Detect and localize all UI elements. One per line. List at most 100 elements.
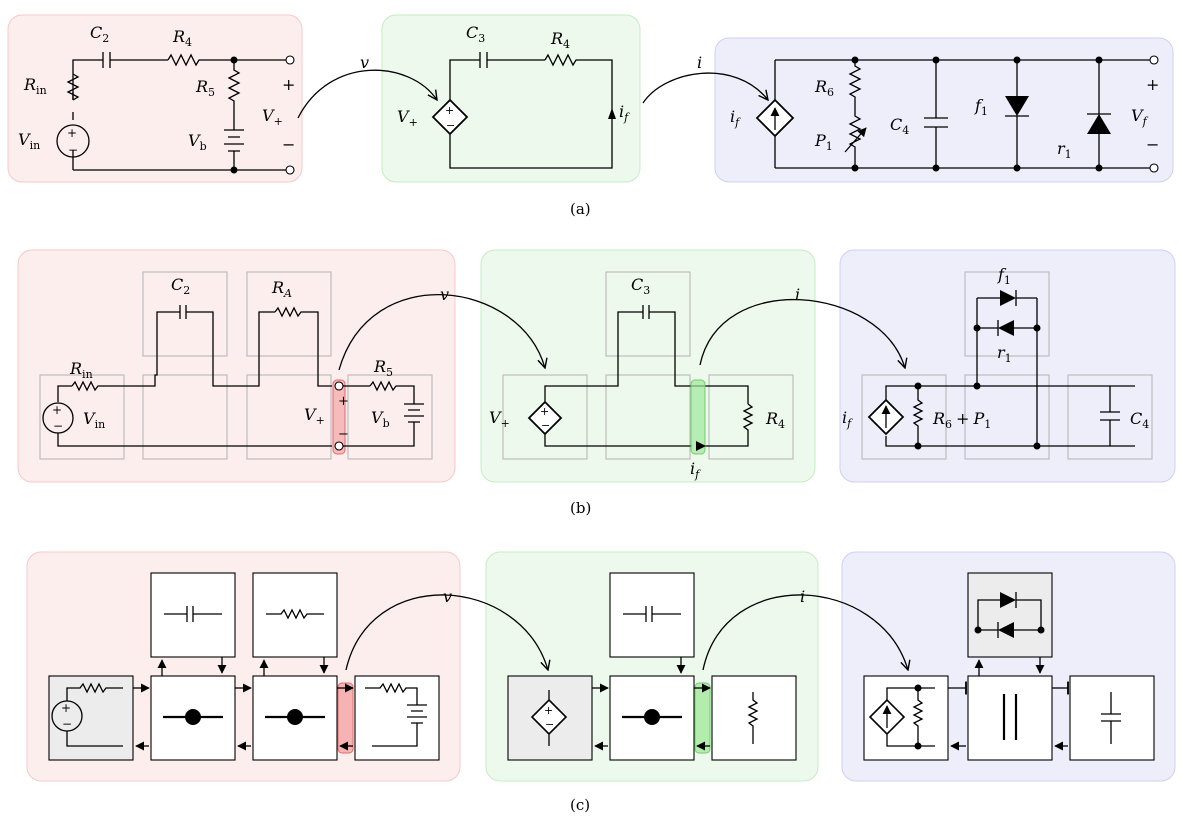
label-vplus-b-mid: V+ [489, 408, 510, 430]
coupling-label-i-a: i [697, 53, 702, 72]
blocks-c-load [863, 572, 1155, 761]
label-vin-b: Vin [83, 409, 105, 431]
svg-text:+: + [61, 701, 71, 715]
coupling-arrow-v-c [345, 594, 548, 670]
svg-text:−: − [541, 419, 550, 432]
resistor-r4-b-icon [698, 403, 754, 447]
parallel-bus-icon [1002, 694, 1018, 740]
svg-text:−: − [62, 717, 72, 731]
label-rin-b: Rin [69, 359, 93, 381]
label-if-b-load: if [842, 408, 853, 430]
resistor-r4-icon [167, 53, 288, 67]
resistor-ra-c-icon [266, 608, 324, 620]
label-if-load: if [730, 107, 741, 129]
minus-sign: − [68, 143, 78, 157]
port-highlight-red-c [337, 682, 354, 754]
panel-a-load [714, 37, 1174, 183]
block-capacitor-c4 [1069, 675, 1155, 761]
panel-b-middle [480, 249, 816, 483]
label-c3: C3 [466, 23, 485, 45]
row-b: + − + − C2 RA Rin Vin R5 Vb V+ v [17, 249, 1176, 517]
svg-text:+: + [445, 104, 454, 117]
dependent-voltage-source-icon [431, 98, 469, 136]
label-r4-b: R4 [765, 409, 785, 431]
panel-a-source [7, 14, 303, 183]
caption-a: (a) [570, 200, 591, 218]
capacitor-c4-c-icon [1101, 692, 1121, 744]
capacitor-c3-b-icon [642, 305, 749, 404]
svg-text:−: − [545, 718, 554, 731]
battery-vb-b-icon [343, 403, 424, 447]
battery-r5-c-icon [365, 682, 427, 747]
label-if-b: if [690, 459, 701, 481]
label-f1-b: f1 [997, 265, 1011, 287]
plus-sign: + [67, 126, 77, 140]
coupling-label-v-b: v [440, 285, 449, 304]
resistor-r4-c-icon [747, 692, 759, 744]
label-rin: Rin [23, 75, 47, 97]
voltage-source-icon [56, 124, 90, 158]
blocks-c-source: + − [48, 572, 440, 761]
svg-text:−: − [1146, 135, 1159, 154]
capacitor-c2-icon [102, 52, 168, 68]
row-a: + − + − C2 R4 Rin R5 Vin Vb V+ v [7, 14, 1174, 218]
label-vplus-mid: V+ [397, 107, 418, 129]
svg-text:−: − [53, 419, 63, 433]
resistor-rin-b-icon [71, 311, 180, 392]
label-vb-b: Vb [371, 408, 390, 430]
coupling-arrow-v-b [338, 293, 545, 371]
port-highlight-red [332, 379, 346, 455]
coupling-label-v-c: v [443, 587, 452, 606]
label-r4-mid: R4 [550, 29, 570, 51]
circuit-b-load: if R6+P1 f1 r1 C4 [842, 265, 1149, 450]
capacitor-c4-icon [924, 60, 948, 168]
capacitor-c2-b-icon [179, 305, 275, 387]
panel-b-load [839, 249, 1176, 483]
circuit-a-middle: + − C3 R4 V+ if [397, 23, 630, 169]
label-c4-b: C4 [1130, 409, 1149, 431]
label-r1: r1 [1057, 139, 1072, 161]
circuit-b-middle: + − C3 R4 V+ if [489, 275, 785, 481]
panel-a-middle [381, 14, 641, 183]
label-f1: f1 [974, 96, 988, 118]
label-c3-b: C3 [631, 275, 650, 297]
capacitor-c4-b-icon [1100, 386, 1120, 446]
row-c: + − [26, 551, 1176, 814]
capacitor-c3-icon [479, 52, 545, 68]
label-r6: R6 [814, 77, 834, 99]
coupling-label-i-b: i [795, 285, 800, 304]
coupling-arrow-i-a [642, 72, 768, 104]
circuit-a-source: + − + − C2 R4 Rin R5 Vin Vb V+ [18, 23, 295, 175]
battery-vb-icon [224, 129, 244, 170]
resistor-r6p1-b-icon [912, 386, 924, 446]
circuit-b-source: + − + − C2 RA Rin Vin R5 Vb V+ [42, 275, 424, 455]
svg-text:+: + [52, 403, 62, 417]
svg-text:−: − [446, 119, 455, 132]
port-highlight-green [690, 379, 706, 455]
port-highlight-green-c [694, 682, 711, 754]
cell-grid-b [39, 271, 1153, 460]
block-diodes [967, 572, 1053, 658]
coupling-label-i-c: i [800, 587, 805, 606]
label-p1: P1 [814, 131, 833, 153]
terminal-minus: − [282, 135, 295, 154]
label-c4: C4 [890, 115, 909, 137]
label-r6-plus-p1: R6+P1 [932, 409, 991, 431]
coupling-arrow-i-c [702, 594, 908, 670]
label-ra-b: RA [271, 278, 292, 300]
potentiometer-p1-arrow [844, 127, 867, 153]
block-parallel-bus [967, 675, 1053, 761]
caption-b: (b) [570, 499, 591, 517]
label-r1-b: r1 [997, 343, 1012, 365]
dependent-voltage-source-c-icon [530, 698, 568, 736]
label-vplus-b: V+ [304, 405, 325, 427]
panel-b-source [17, 249, 456, 483]
coupling-arrow-v-a [297, 69, 437, 119]
label-r5-b: R5 [373, 357, 393, 379]
label-vplus: V+ [262, 106, 283, 128]
svg-text:+: + [540, 405, 549, 418]
current-probe-arrow [608, 108, 616, 119]
resistor-r4-mid-icon [449, 53, 613, 169]
svg-text:+: + [544, 704, 553, 717]
